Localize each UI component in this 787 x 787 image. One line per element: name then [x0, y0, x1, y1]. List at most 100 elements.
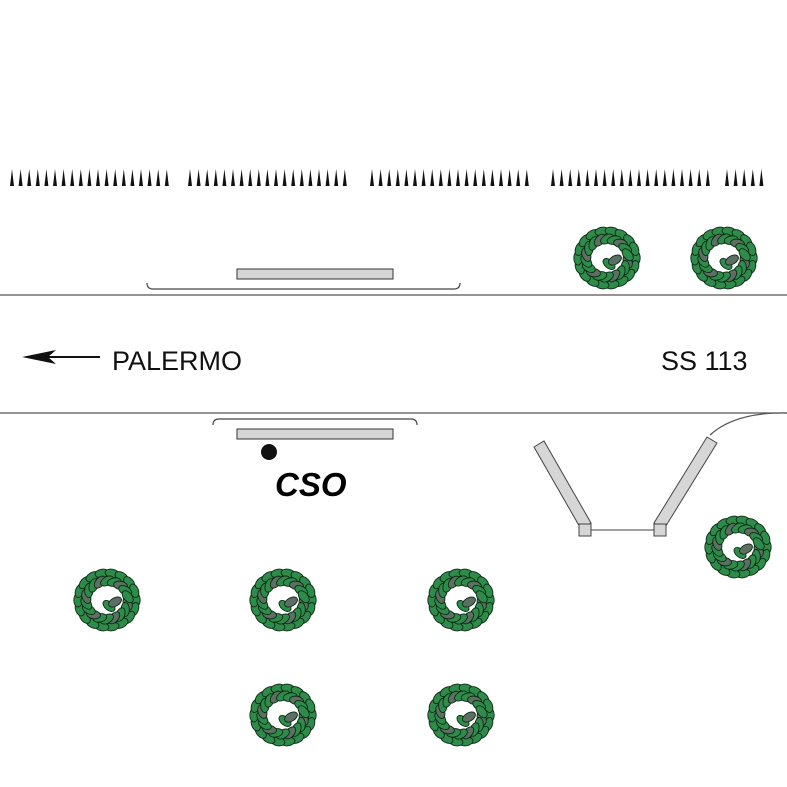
hedge-spike-icon: [602, 169, 607, 186]
side-road-curve: [709, 412, 787, 436]
hedge-spike-icon: [611, 169, 616, 186]
hedge-spike-icon: [18, 169, 23, 186]
hedge-spike-icon: [222, 169, 227, 186]
hedge-spike-icon: [370, 169, 374, 186]
hedge-spike-icon: [96, 169, 100, 186]
hedge-spike-icon: [334, 169, 339, 186]
hedge-spike-icon: [205, 169, 210, 186]
hedge-row: [10, 169, 764, 186]
hedge-spike-icon: [637, 169, 641, 186]
hedge-spike-icon: [139, 169, 143, 186]
hedge-spike-icon: [274, 169, 278, 186]
tree-icon: [573, 226, 641, 290]
road-label: SS 113: [661, 346, 748, 376]
hedge-spike-icon: [456, 169, 460, 186]
hedge-spike-icon: [662, 169, 667, 186]
hedge-spike-icon: [61, 169, 66, 186]
platform-north: [236, 268, 394, 280]
tree-icon: [249, 568, 317, 632]
hedge-spike-icon: [78, 169, 83, 186]
hedge-spike-icon: [248, 169, 253, 186]
hedge-spike-icon: [325, 169, 330, 186]
hedge-spike-icon: [576, 169, 581, 186]
hedge-spike-icon: [628, 169, 633, 186]
hedge-spike-icon: [395, 169, 400, 186]
hedge-spike-icon: [750, 169, 755, 186]
hedge-spike-icon: [53, 169, 57, 186]
hedge-spike-icon: [256, 169, 261, 186]
hedge-spike-icon: [481, 169, 486, 186]
hedge-spike-icon: [705, 169, 710, 186]
hedge-spike-icon: [282, 169, 287, 186]
hedge-spike-icon: [342, 169, 347, 186]
hedge-spike-icon: [387, 169, 392, 186]
tree-icon: [704, 515, 772, 579]
hedge-spike-icon: [10, 169, 14, 186]
hedge-spike-icon: [27, 169, 32, 186]
hedge-spike-icon: [188, 169, 192, 186]
ramp-structure: [533, 436, 718, 537]
hedge-spike-icon: [516, 169, 521, 186]
hedge-spike-icon: [231, 169, 235, 186]
hedge-spike-icon: [551, 169, 555, 186]
hedge-spike-icon: [196, 169, 201, 186]
hedge-spike-icon: [104, 169, 109, 186]
hedge-spike-icon: [447, 169, 452, 186]
hedge-spike-icon: [44, 169, 49, 186]
hedge-spike-icon: [585, 169, 590, 186]
hedge-spike-icon: [213, 169, 218, 186]
tree-icon: [427, 683, 495, 747]
hedge-spike-icon: [688, 169, 693, 186]
hedge-spike-icon: [464, 169, 469, 186]
platform-south: [236, 428, 394, 440]
tree-icon: [249, 683, 317, 747]
hedge-spike-icon: [147, 169, 152, 186]
hedge-spike-icon: [156, 169, 161, 186]
trees-layer: [73, 226, 772, 747]
hedge-spike-icon: [164, 169, 169, 186]
tree-icon: [427, 568, 495, 632]
hedge-spike-icon: [299, 169, 304, 186]
shelter-outline-south: [212, 418, 418, 426]
direction-label: PALERMO: [112, 346, 242, 376]
tree-icon: [73, 568, 141, 632]
hedge-spike-icon: [742, 169, 747, 186]
hedge-spike-icon: [317, 169, 321, 186]
hedge-spike-icon: [559, 169, 564, 186]
hedge-spike-icon: [404, 169, 409, 186]
hedge-spike-icon: [594, 169, 598, 186]
hedge-spike-icon: [499, 169, 503, 186]
hedge-spike-icon: [421, 169, 426, 186]
hedge-spike-icon: [733, 169, 738, 186]
hedge-spike-icon: [265, 169, 270, 186]
hedge-spike-icon: [413, 169, 417, 186]
hedge-spike-icon: [308, 169, 313, 186]
hedge-spike-icon: [568, 169, 573, 186]
hedge-spike-icon: [130, 169, 135, 186]
hedge-spike-icon: [759, 169, 764, 186]
hedge-spike-icon: [239, 169, 244, 186]
hedge-spike-icon: [490, 169, 495, 186]
hedge-spike-icon: [121, 169, 126, 186]
hedge-spike-icon: [430, 169, 435, 186]
hedge-spike-icon: [697, 169, 702, 186]
hedge-spike-icon: [35, 169, 40, 186]
hedge-spike-icon: [725, 169, 729, 186]
hedge-spike-icon: [654, 169, 659, 186]
arrow-left-icon: [22, 350, 100, 364]
hedge-spike-icon: [671, 169, 676, 186]
hedge-spike-icon: [87, 169, 92, 186]
tree-icon: [690, 226, 758, 290]
hedge-spike-icon: [70, 169, 75, 186]
hedge-spike-icon: [645, 169, 650, 186]
hedge-spike-icon: [113, 169, 118, 186]
hedge-spike-icon: [291, 169, 296, 186]
hedge-spike-icon: [507, 169, 512, 186]
shelter-outline-north: [146, 282, 461, 290]
hedge-spike-icon: [619, 169, 624, 186]
hedge-spike-icon: [680, 169, 684, 186]
stop-label: CSO: [275, 466, 347, 503]
hedge-spike-icon: [473, 169, 478, 186]
hedge-spike-icon: [378, 169, 383, 186]
